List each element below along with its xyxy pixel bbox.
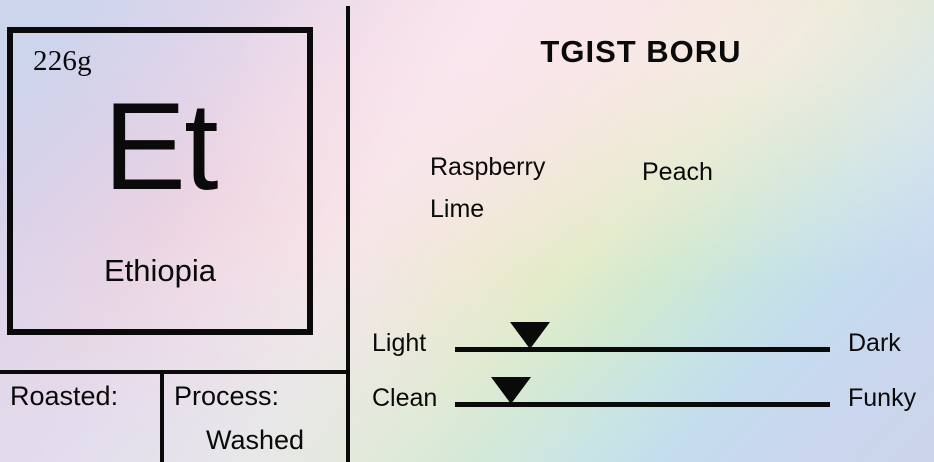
- left-horizontal-divider: [0, 370, 348, 374]
- roasted-cell: Roasted:: [0, 374, 160, 462]
- cleanliness-scale-right-label: Funky: [848, 384, 917, 412]
- tasting-note: Peach: [642, 158, 713, 186]
- roast-scale-left-label: Light: [372, 329, 427, 357]
- cleanliness-scale-track: [455, 402, 830, 407]
- roast-scale-track: [455, 347, 830, 352]
- tasting-note: Raspberry: [430, 153, 546, 181]
- process-cell: Process: Washed: [164, 374, 348, 462]
- process-label: Process:: [174, 381, 280, 411]
- cleanliness-scale-left-label: Clean: [372, 384, 438, 412]
- info-cells-divider: [160, 372, 164, 462]
- origin-country: Ethiopia: [103, 253, 217, 288]
- element-symbol: Et: [103, 78, 218, 216]
- process-value: Washed: [206, 425, 305, 456]
- roasted-label: Roasted:: [10, 381, 119, 411]
- roast-scale-right-label: Dark: [848, 329, 901, 357]
- roast-level-scale: Light Dark: [348, 318, 934, 378]
- flavor-scales-group: Light Dark Clean Funky: [348, 300, 934, 430]
- net-weight: 226g: [33, 45, 92, 77]
- element-card: 226g Et Ethiopia: [7, 27, 313, 335]
- tasting-note: Lime: [430, 195, 485, 223]
- roast-scale-marker: [510, 322, 550, 349]
- page-title: TGIST BORU: [540, 34, 742, 69]
- cleanliness-scale-marker: [491, 377, 532, 404]
- tasting-notes-group: Raspberry Peach Lime: [430, 155, 910, 235]
- cleanliness-scale: Clean Funky: [348, 373, 934, 433]
- main-vertical-divider: [346, 6, 350, 462]
